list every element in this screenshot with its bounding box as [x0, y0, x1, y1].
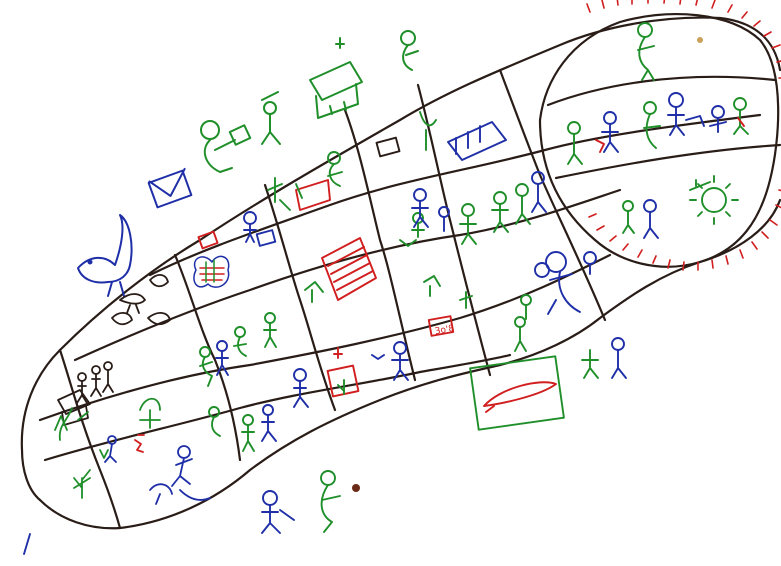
cell-dividers	[60, 70, 605, 528]
head-figures	[568, 23, 748, 238]
body-outline	[22, 18, 780, 529]
band-lines	[40, 115, 760, 460]
person-figure	[401, 31, 418, 70]
head-circle	[540, 14, 780, 267]
envelope-icon	[149, 169, 192, 207]
house-icon	[310, 38, 362, 118]
brown-dot	[352, 484, 360, 492]
lower-band-figures	[198, 212, 408, 451]
person-figure	[201, 92, 280, 172]
calendar-note: 3o'8	[434, 324, 455, 337]
tail-figures	[55, 275, 192, 504]
bird-icon	[78, 215, 132, 296]
